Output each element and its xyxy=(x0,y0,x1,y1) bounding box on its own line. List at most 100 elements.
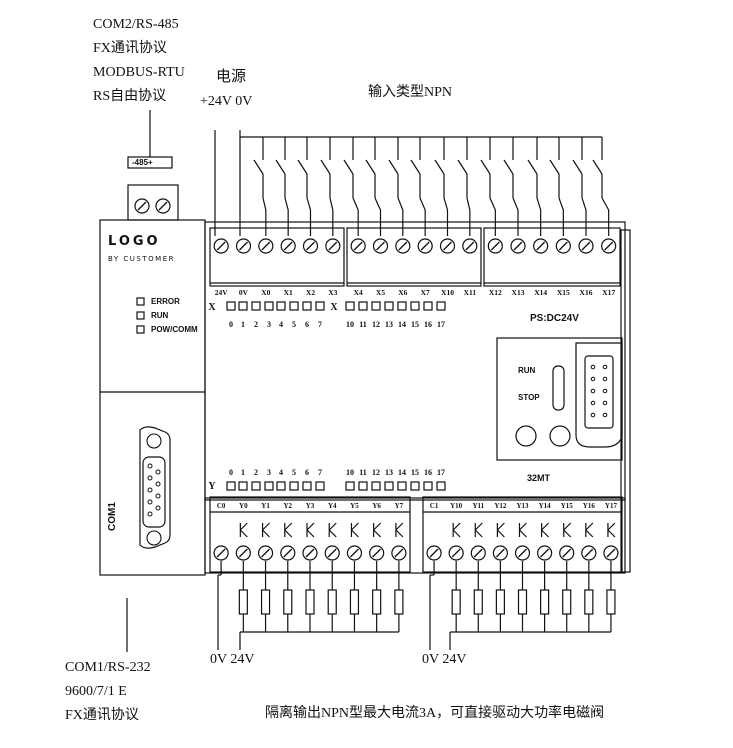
status-led xyxy=(136,311,145,320)
screw-slot xyxy=(540,548,550,558)
input-terminal-label: X14 xyxy=(534,288,547,297)
screw-slot xyxy=(261,241,271,251)
output-transistor xyxy=(585,522,594,531)
x-led-label: 13 xyxy=(385,320,393,329)
output-transistor xyxy=(607,522,616,531)
output-transistor xyxy=(452,522,461,531)
y-led xyxy=(251,481,261,491)
output-terminal-label: Y0 xyxy=(239,502,248,510)
y-led-label: 15 xyxy=(411,468,419,477)
x-prefix: X xyxy=(208,302,216,313)
db9-pin xyxy=(155,505,161,511)
screw-slot xyxy=(495,548,505,558)
input-terminal-label: X12 xyxy=(489,288,502,297)
expansion-pin xyxy=(602,364,608,370)
y-led xyxy=(289,481,299,491)
screw-slot xyxy=(376,241,385,251)
output-supply-right: 0V 24V xyxy=(422,652,467,667)
input-terminal-block xyxy=(346,227,482,287)
screw-slot xyxy=(584,548,594,558)
x-led xyxy=(371,301,381,311)
led-pow-label: POW/COMM xyxy=(151,325,198,334)
expansion-pin xyxy=(590,376,596,382)
x-led-label: 14 xyxy=(398,320,406,329)
screw-slot xyxy=(536,241,546,251)
logo-brand: LOGO xyxy=(108,234,161,249)
y-led xyxy=(410,481,420,491)
screw-slot xyxy=(306,241,315,251)
expansion-pin xyxy=(602,388,608,394)
db9-pin xyxy=(147,463,153,469)
input-switch-wire xyxy=(397,197,404,236)
load-resistor xyxy=(606,589,616,615)
x-led xyxy=(358,301,368,311)
input-terminal-label: X5 xyxy=(376,288,385,297)
output-transistor xyxy=(395,529,404,538)
output-terminal-label: Y11 xyxy=(472,502,484,510)
plc-output-body xyxy=(204,497,626,574)
run-label: RUN xyxy=(518,366,536,375)
input-terminal-label: X7 xyxy=(421,288,430,297)
power-labels: +24V 0V xyxy=(200,94,253,109)
output-terminal-label: Y6 xyxy=(372,502,381,510)
input-switch-wire xyxy=(262,197,267,236)
load-resistor xyxy=(349,589,360,615)
y-led-label: 12 xyxy=(372,468,380,477)
y-led-label: 11 xyxy=(359,468,367,477)
led-error-label: ERROR xyxy=(151,297,180,306)
power-title: 电源 xyxy=(216,69,247,85)
screw-slot xyxy=(518,548,527,558)
y-led xyxy=(358,481,368,491)
input-terminal-label: 0V xyxy=(239,288,249,297)
x-led-label: 7 xyxy=(318,320,322,329)
expansion-pin xyxy=(602,376,608,382)
screw-slot xyxy=(216,241,226,251)
expansion-pin xyxy=(590,400,596,406)
output-transistor xyxy=(262,522,270,531)
db9-pin xyxy=(147,511,153,517)
x-led xyxy=(238,301,248,311)
output-terminal-label: Y13 xyxy=(516,502,529,510)
screw-slot xyxy=(398,241,408,251)
input-switch-contact xyxy=(275,159,286,175)
screw-slot xyxy=(305,548,315,558)
y-led xyxy=(238,481,248,491)
x-led xyxy=(423,301,433,311)
led-run-label: RUN xyxy=(151,311,169,320)
y-led xyxy=(423,481,433,491)
x-led-label: 3 xyxy=(267,320,271,329)
output-terminal-label: C1 xyxy=(430,502,439,510)
db9-screw-bottom xyxy=(146,530,162,546)
output-transistor xyxy=(541,522,550,531)
x-led-label: 0 xyxy=(229,320,233,329)
x-led xyxy=(276,301,286,311)
input-switch-wire xyxy=(306,197,312,236)
input-switch-contact xyxy=(388,159,399,175)
output-terminal-label: Y14 xyxy=(539,502,552,510)
com1-note-3: FX通讯协议 xyxy=(65,708,139,723)
screw-slot xyxy=(490,241,500,251)
screw-slot xyxy=(513,241,523,251)
load-resistor xyxy=(283,589,293,615)
output-transistor xyxy=(306,529,315,538)
output-terminal-label: Y3 xyxy=(306,502,315,510)
load-resistor xyxy=(305,589,315,615)
input-type-label: 输入类型NPN xyxy=(368,85,453,100)
x-led-label: 16 xyxy=(424,320,432,329)
input-switch-contact xyxy=(527,159,538,175)
y-led-label: 14 xyxy=(398,468,406,477)
com2-note-1: COM2/RS-485 xyxy=(93,17,179,32)
screw-slot xyxy=(604,241,614,251)
input-switch-contact xyxy=(480,159,491,175)
output-terminal-label: Y10 xyxy=(450,502,463,510)
y-led xyxy=(345,481,355,491)
input-switch-wire xyxy=(374,197,382,236)
x-prefix: X xyxy=(330,302,338,313)
screw-slot xyxy=(328,241,338,251)
y-led xyxy=(436,481,446,491)
input-switch-contact xyxy=(503,159,514,175)
side-rail xyxy=(620,229,631,573)
screw-slot xyxy=(443,241,452,251)
x-led xyxy=(226,301,236,311)
x-led-label: 1 xyxy=(241,320,245,329)
